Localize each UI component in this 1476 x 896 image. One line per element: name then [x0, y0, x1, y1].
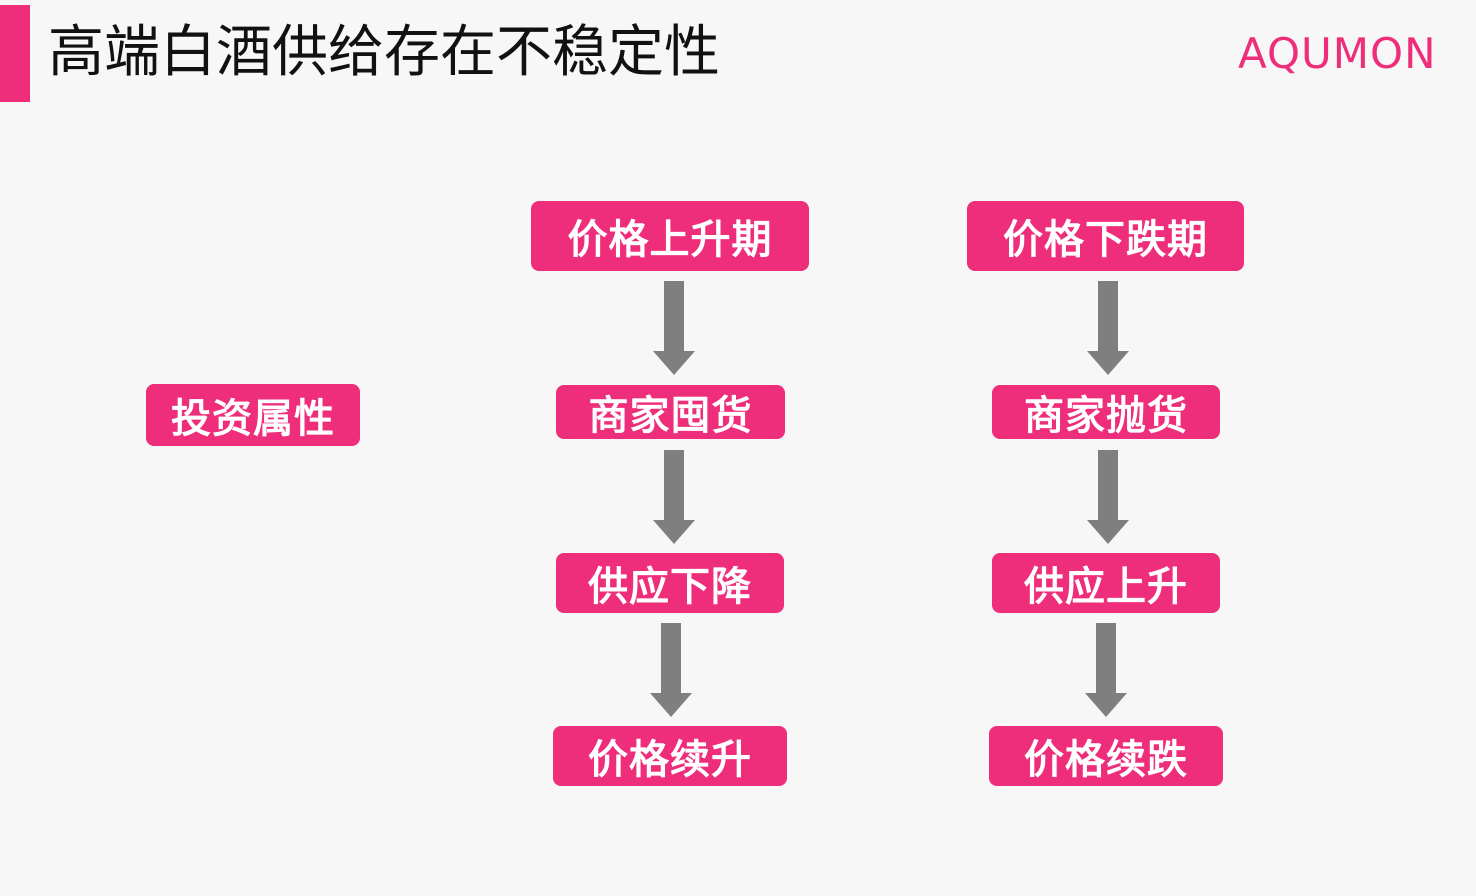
page-title: 高端白酒供给存在不稳定性 — [48, 20, 720, 85]
falling-node-supply-up: 供应上升 — [992, 553, 1220, 613]
down-arrow-icon — [1085, 623, 1127, 717]
down-arrow-icon — [1087, 450, 1129, 544]
title-accent-bar — [0, 5, 30, 102]
falling-node-price-down-period: 价格下跌期 — [967, 201, 1244, 271]
rising-node-merchants-hoard: 商家囤货 — [556, 385, 785, 439]
falling-node-price-keeps-falling: 价格续跌 — [989, 726, 1223, 786]
root-node-investment-attribute: 投资属性 — [146, 384, 360, 446]
brand-logo: AQUMON — [1238, 29, 1437, 78]
rising-node-price-keeps-rising: 价格续升 — [553, 726, 787, 786]
rising-node-price-up-period: 价格上升期 — [531, 201, 809, 271]
down-arrow-icon — [653, 281, 695, 375]
falling-node-merchants-dump: 商家抛货 — [992, 385, 1220, 439]
down-arrow-icon — [1087, 281, 1129, 375]
down-arrow-icon — [653, 450, 695, 544]
down-arrow-icon — [650, 623, 692, 717]
rising-node-supply-down: 供应下降 — [556, 553, 784, 613]
